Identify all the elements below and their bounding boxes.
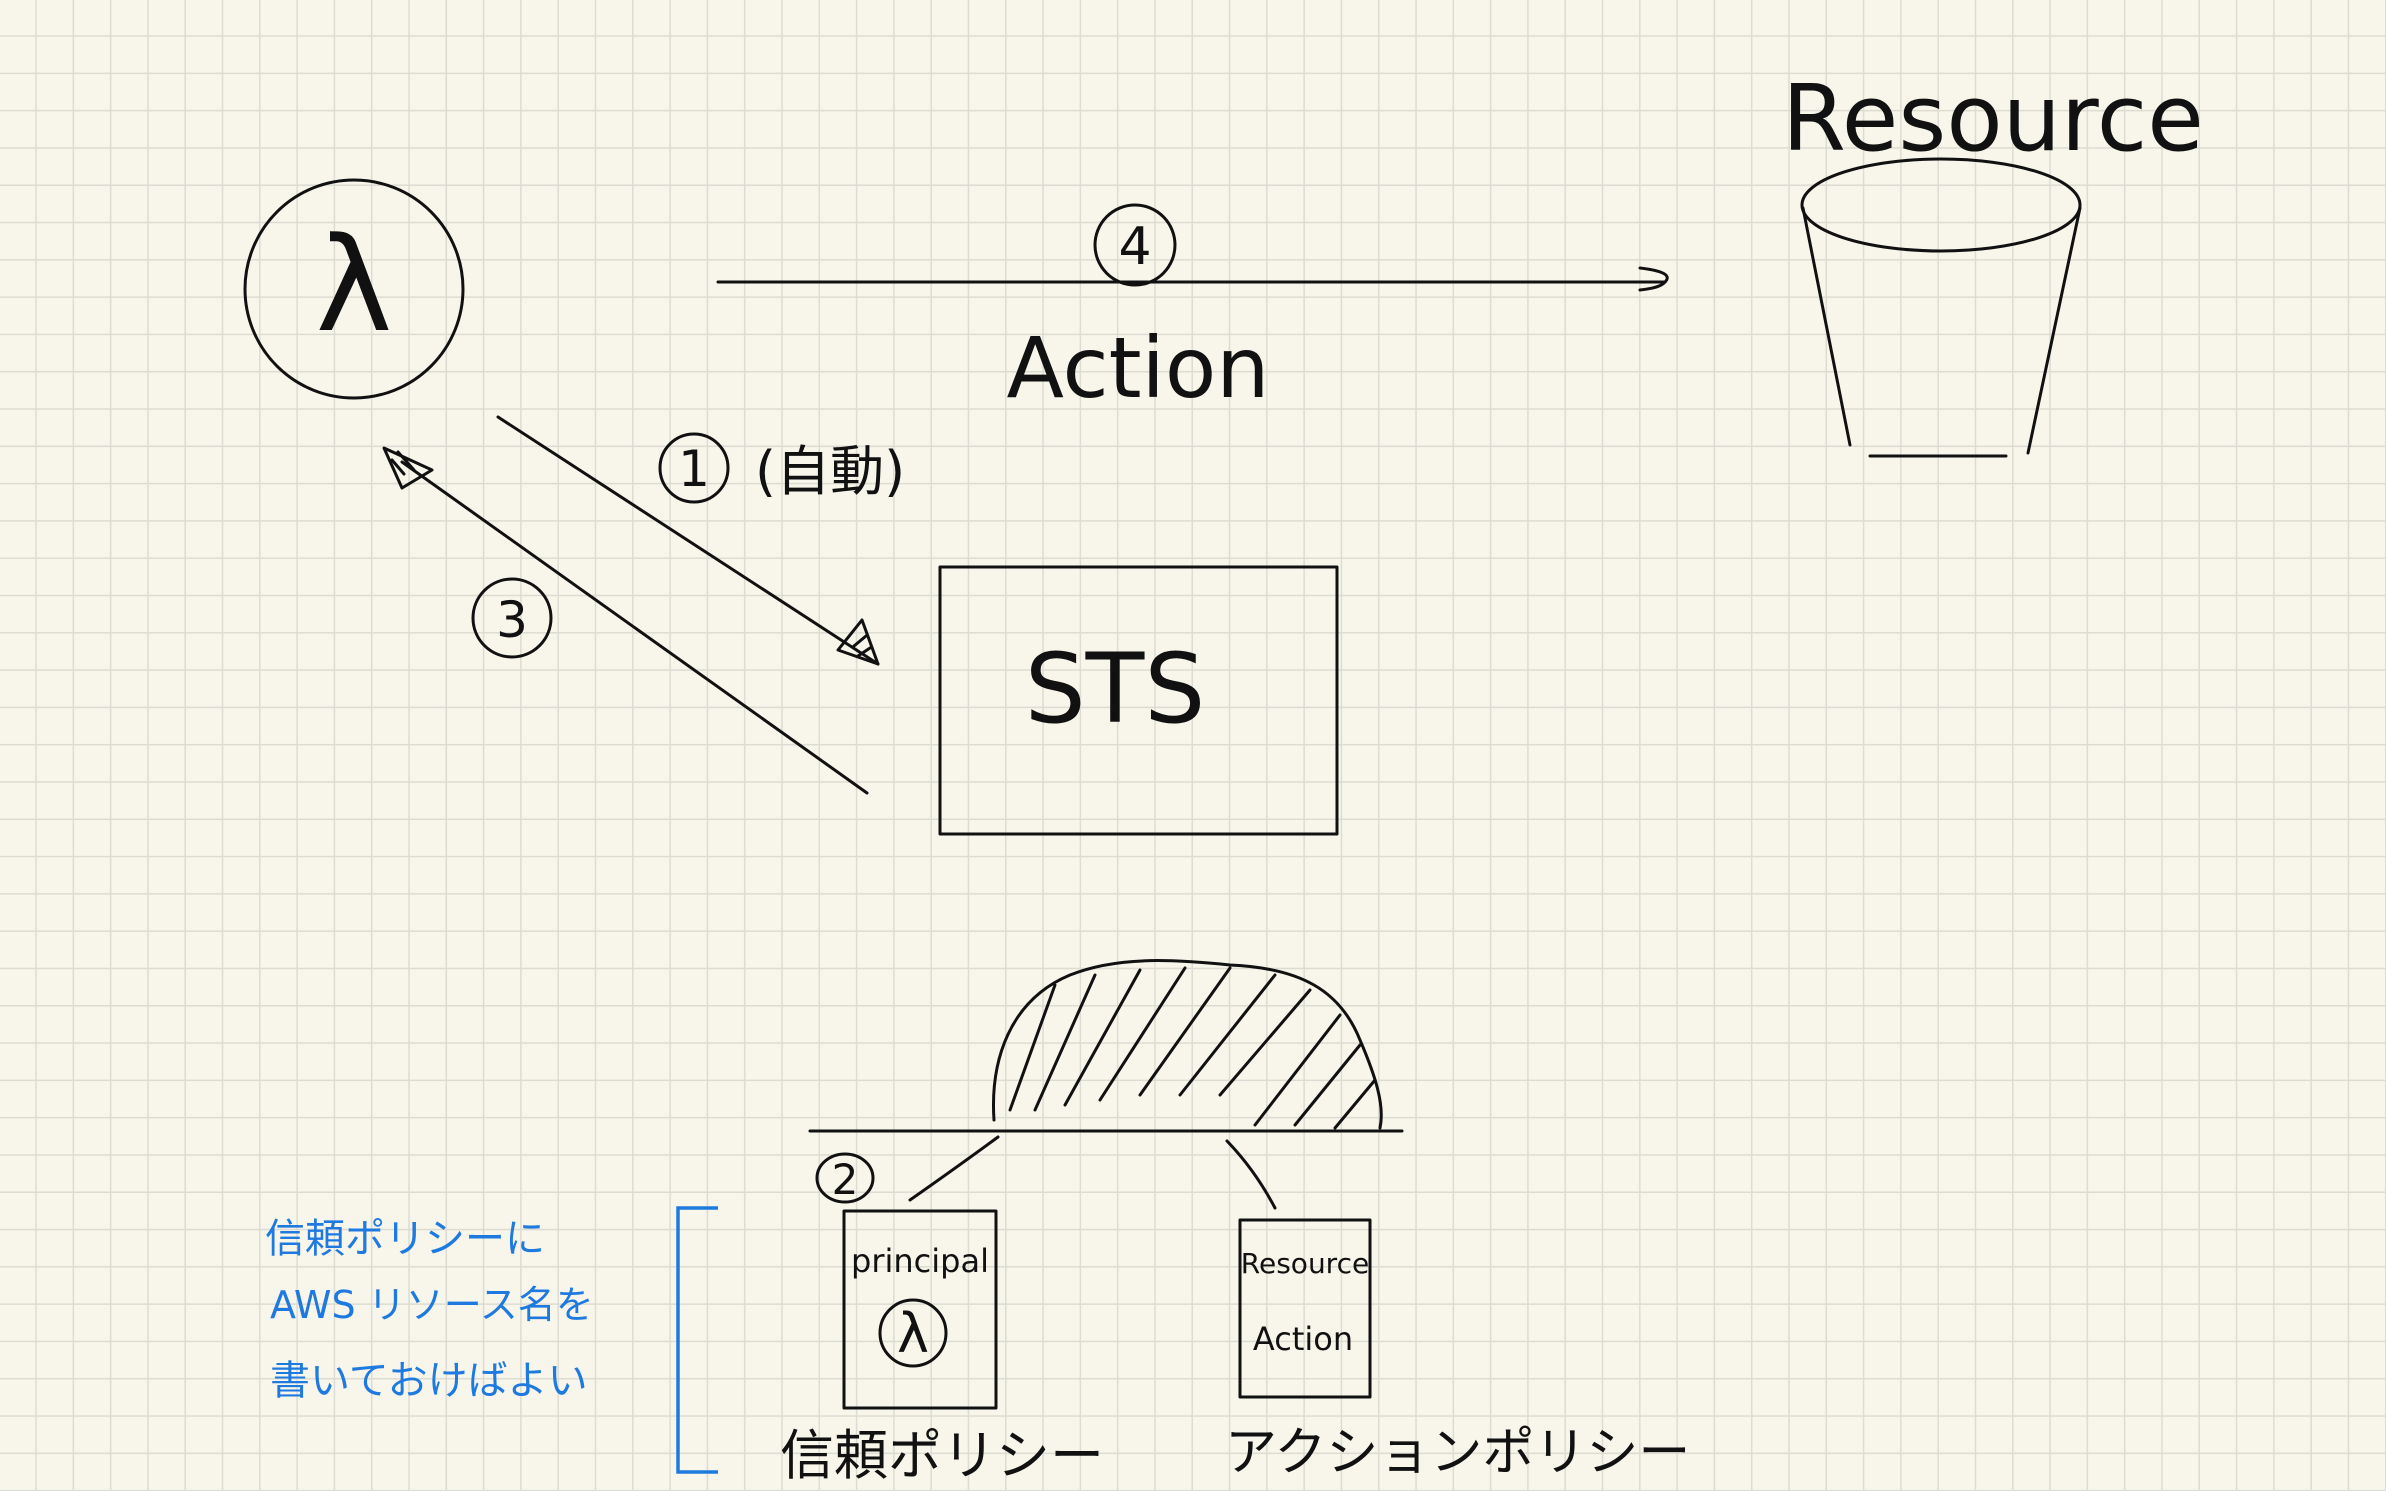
action-policy-line2: Action bbox=[1253, 1320, 1353, 1358]
resource-connector bbox=[1225, 1139, 1277, 1210]
bucket-right-side bbox=[2026, 206, 2082, 455]
step3-arrow: 3 bbox=[382, 446, 869, 795]
step4-number: 4 bbox=[1118, 217, 1151, 277]
step1-arrowhead bbox=[836, 618, 880, 666]
step3-arrowhead bbox=[382, 446, 434, 490]
blue-note: 信頼ポリシーに AWS リソース名を 書いておけばよい bbox=[265, 1206, 718, 1474]
sts-box bbox=[938, 565, 1339, 836]
trust-policy-box: principal λ 信頼ポリシー bbox=[780, 1209, 1104, 1487]
resource-label: Resource bbox=[1782, 65, 2204, 172]
action-policy-box: Resource Action アクションポリシー bbox=[1225, 1218, 1690, 1483]
step2-marker: 2 bbox=[815, 1152, 875, 1204]
hatched-dome-outline bbox=[992, 959, 1383, 1130]
step1-circle bbox=[658, 432, 730, 504]
lambda-node: λ bbox=[243, 178, 465, 400]
principal-lambda-circle bbox=[878, 1298, 948, 1368]
step1-arrow: 1 (自動) bbox=[496, 415, 905, 666]
lambda-circle bbox=[243, 178, 465, 400]
principal-title: principal bbox=[851, 1242, 989, 1280]
step4-arrow: 4 Action bbox=[716, 203, 1669, 417]
note-line-3: 書いておけばよい bbox=[270, 1358, 588, 1404]
step3-line bbox=[400, 460, 869, 795]
action-policy-line1: Resource bbox=[1241, 1247, 1369, 1280]
step4-circle bbox=[1093, 203, 1177, 287]
action-label: Action bbox=[1006, 319, 1269, 417]
resource-node: Resource bbox=[1782, 65, 2204, 458]
step2-number: 2 bbox=[832, 1155, 859, 1204]
sts-label: STS bbox=[1025, 633, 1206, 745]
action-policy-rect bbox=[1238, 1218, 1372, 1399]
principal-lambda-icon: λ bbox=[897, 1302, 929, 1365]
step1-number: 1 bbox=[678, 440, 710, 498]
action-arrow-head bbox=[1638, 266, 1669, 292]
lambda-icon: λ bbox=[316, 209, 393, 361]
principal-connector bbox=[908, 1135, 1000, 1202]
step1-line bbox=[496, 415, 880, 666]
bucket-left-side bbox=[1801, 206, 1852, 447]
action-policy-caption: アクションポリシー bbox=[1225, 1423, 1690, 1483]
step2-circle bbox=[815, 1152, 875, 1204]
sts-node: STS bbox=[938, 565, 1339, 836]
note-line-2: AWS リソース名を bbox=[270, 1283, 594, 1327]
policy-intersection bbox=[808, 959, 1404, 1210]
trust-policy-caption: 信頼ポリシー bbox=[780, 1424, 1104, 1487]
note-line-1: 信頼ポリシーに bbox=[265, 1216, 545, 1262]
step3-number: 3 bbox=[496, 591, 528, 649]
principal-box bbox=[842, 1209, 998, 1410]
bucket-rim bbox=[1800, 157, 2082, 253]
note-bracket bbox=[676, 1206, 718, 1474]
dome-hatching bbox=[1008, 966, 1377, 1130]
step1-note: (自動) bbox=[755, 440, 905, 503]
step3-circle bbox=[471, 577, 553, 659]
